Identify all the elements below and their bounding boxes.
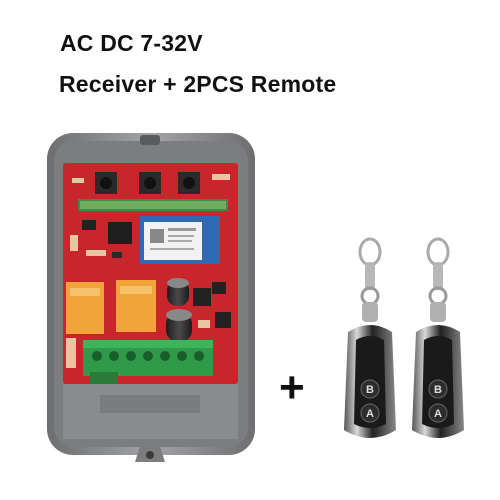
pcb-push-buttons xyxy=(72,172,230,194)
remote-2-button-b-label: B xyxy=(434,384,442,396)
remote-control-2: B A xyxy=(412,237,464,438)
title-line-1: AC DC 7-32V xyxy=(60,30,203,56)
capacitors xyxy=(166,278,192,342)
remote-1-button-b-label: B xyxy=(366,384,374,396)
relays xyxy=(66,280,156,334)
receiver-pcb xyxy=(63,163,238,439)
remote-control-1: B A xyxy=(344,237,396,438)
remote-2-button-a-label: A xyxy=(434,408,442,420)
remote-1-button-a-label: A xyxy=(366,408,374,420)
title-line-2: Receiver + 2PCS Remote xyxy=(59,71,337,97)
plus-sign: + xyxy=(279,363,305,412)
rf-module xyxy=(140,216,220,264)
